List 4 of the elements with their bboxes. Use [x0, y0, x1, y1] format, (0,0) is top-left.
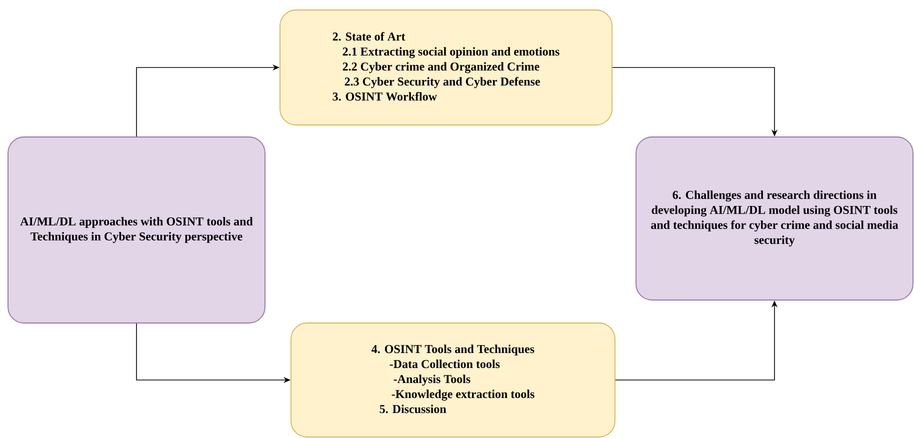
process-box: AI/ML/DL approaches with OSINT tools and Techniques in Cyber Security perspective — [8, 136, 266, 324]
process-box: 4. OSINT Tools and Techniques -Data Collection tools -Analysis Tools -Knowledge extraction tools 5. Discussion — [290, 322, 616, 438]
process-box: 6. Challenges and research directions in developing AI/ML/DL model using OSINT tools and techniques for cyber crime and social media security — [636, 136, 914, 300]
process-box: 2. State of Art 2.1 Extracting social opinion and emotions 2.2 Cyber crime and Organized Crime 2.3 Cyber Security and Cyber Defense 3. OSINT Workflow — [280, 10, 612, 126]
